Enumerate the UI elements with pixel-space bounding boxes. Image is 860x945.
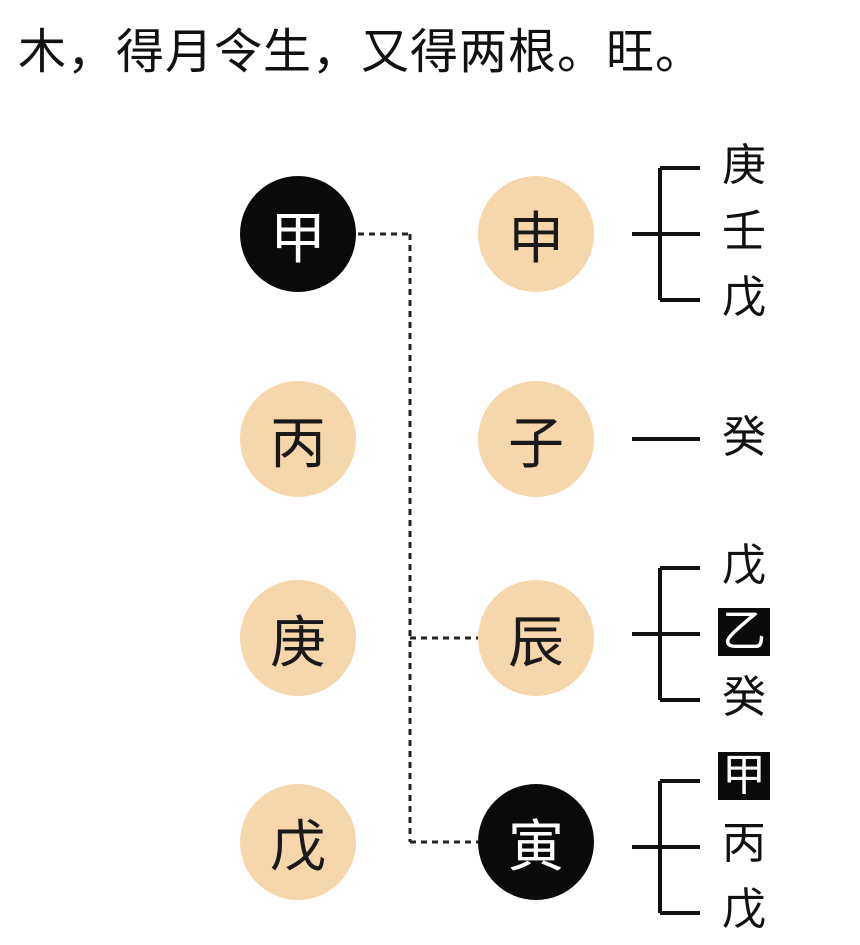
hidden-stem: 壬 <box>722 206 766 257</box>
hidden-stem: 癸 <box>722 672 766 723</box>
hidden-stem: 丙 <box>722 818 766 869</box>
bracket-chen <box>632 566 700 702</box>
branch-zi: 子 <box>478 381 594 497</box>
branch-shen: 申 <box>478 176 594 292</box>
root-links <box>358 232 478 844</box>
hidden-stem: 癸 <box>722 412 766 463</box>
branch-yin: 寅 <box>478 784 594 900</box>
stem-geng: 庚 <box>240 580 356 696</box>
hidden-stem-highlighted: 乙 <box>718 608 770 656</box>
stem-bing: 丙 <box>240 381 356 497</box>
stem-wu: 戊 <box>240 784 356 900</box>
page-title: 木，得月令生，又得两根。旺。 <box>18 24 705 80</box>
hidden-stem: 庚 <box>722 140 766 191</box>
hidden-stem: 戊 <box>722 272 766 323</box>
branch-chen: 辰 <box>478 580 594 696</box>
bracket-yin <box>632 779 700 915</box>
stem-jia: 甲 <box>240 176 356 292</box>
bracket-shen <box>632 166 700 302</box>
hidden-stem: 戊 <box>722 540 766 591</box>
hidden-stem-highlighted: 甲 <box>718 752 770 800</box>
hidden-stem: 戊 <box>722 884 766 935</box>
